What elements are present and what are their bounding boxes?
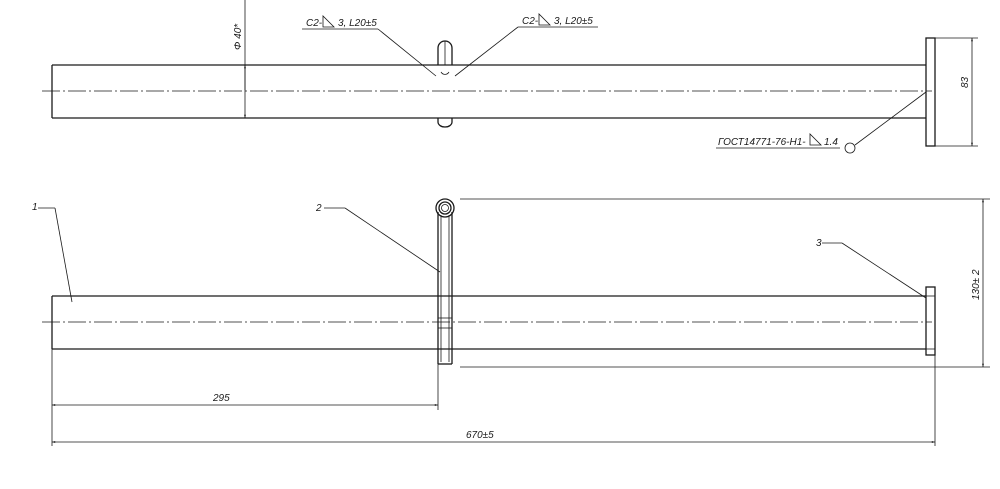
weld-callout-right: C2- 3, L20±5 <box>454 13 598 77</box>
top-view-tube <box>51 64 926 119</box>
weld-left-prefix: C2- <box>306 18 323 29</box>
callout-2: 2 <box>315 203 441 273</box>
weld-triangle-icon <box>538 13 551 26</box>
callout-3: 3 <box>816 238 927 299</box>
weld-right-prefix: C2- <box>522 16 539 27</box>
callout-2-label: 2 <box>315 203 322 214</box>
front-view-tube <box>51 295 926 350</box>
dim-total-length: 670±5 <box>51 355 936 446</box>
callout-1-label: 1 <box>32 202 38 213</box>
callout-1: 1 <box>32 202 73 303</box>
front-view: 130± 2 1 2 3 295 <box>32 198 990 446</box>
dim-total-length-label: 670±5 <box>466 430 494 441</box>
weld-callout-left: C2- 3, L20±5 <box>302 15 437 77</box>
dim-position: 295 <box>51 349 439 446</box>
dim-position-label: 295 <box>212 393 230 404</box>
weld-triangle-icon <box>809 133 822 146</box>
dim-height: 130± 2 <box>460 198 990 368</box>
dim-flange-height-label: 83 <box>960 76 971 88</box>
top-view-flange <box>925 37 936 147</box>
weld-flange-prefix: ГОСТ14771-76-Н1- <box>718 137 806 148</box>
weld-triangle-icon <box>322 15 335 28</box>
callout-3-label: 3 <box>816 238 822 249</box>
top-view-pin <box>437 40 453 128</box>
front-view-pin <box>435 198 455 365</box>
weld-right-value: 3, L20±5 <box>554 16 593 27</box>
dim-flange-height: 83 <box>935 37 978 147</box>
weld-left-value: 3, L20±5 <box>338 18 377 29</box>
dim-diameter: Φ 40* <box>233 0 246 118</box>
weld-flange-value: 1.4 <box>824 137 838 148</box>
dim-height-label: 130± 2 <box>971 269 982 300</box>
dim-diameter-label: Φ 40* <box>233 23 244 50</box>
weld-callout-flange: ГОСТ14771-76-Н1- 1.4 <box>716 91 927 154</box>
front-view-flange <box>925 286 936 356</box>
top-view: Φ 40* 83 C2- 3, L20±5 C2- 3, L20±5 <box>42 0 978 154</box>
